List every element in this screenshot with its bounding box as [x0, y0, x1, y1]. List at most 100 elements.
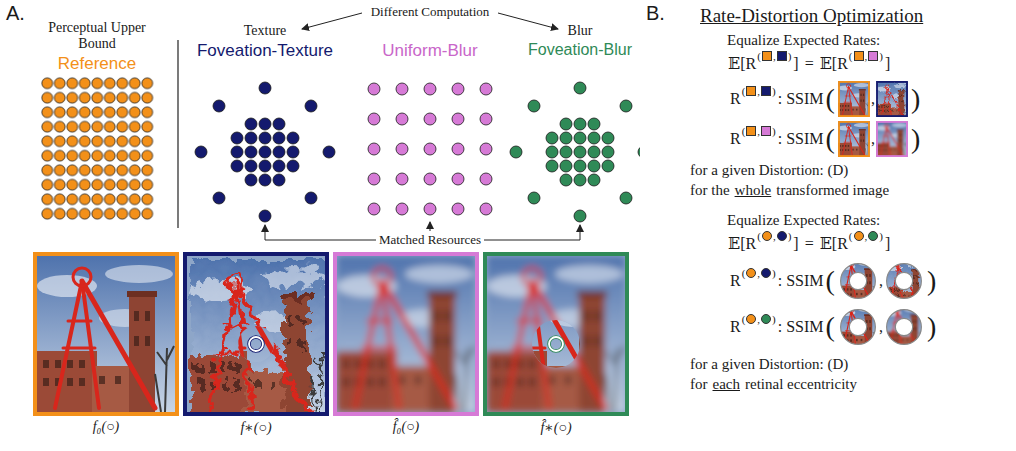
math-token: ): [788, 50, 792, 62]
texture-image: [187, 256, 325, 412]
image-caption: f̂₀(○): [333, 419, 479, 435]
color-square: [854, 51, 864, 61]
math-token: (: [826, 313, 835, 341]
math-token: ): [879, 230, 883, 242]
math-token: 𝔼[R: [820, 54, 848, 73]
math-token: ,: [757, 125, 760, 137]
math-token: =: [805, 55, 814, 73]
math-token: R: [730, 272, 741, 290]
note: for a given Distortion: (D): [690, 162, 848, 178]
panel-letter: B.: [646, 2, 665, 24]
ring-thumbnail: [884, 261, 924, 301]
math-token: ): [772, 267, 776, 279]
math-token: ,: [773, 50, 776, 62]
math-token: 𝔼[R: [820, 234, 848, 253]
math-token: 𝔼[R: [728, 54, 756, 73]
reference-image: [37, 256, 175, 412]
image-thumbnail: [876, 81, 908, 117]
note: for: [690, 376, 708, 392]
math-token: ): [911, 85, 920, 113]
math-token: (: [757, 50, 761, 62]
image-frame: f̂∗(○): [483, 252, 629, 436]
math-token: ,: [865, 50, 868, 62]
math-token: : SSIM: [778, 130, 824, 148]
math-token: ): [927, 313, 936, 341]
image-frame: f₀(○): [33, 252, 179, 435]
math-token: ): [772, 85, 776, 97]
image-border: [33, 252, 179, 416]
annotation: Different Computation: [371, 4, 490, 19]
math-token: (: [742, 85, 746, 97]
image-frame: f̂₀(○): [333, 252, 479, 435]
image-border: [333, 252, 479, 416]
math-token: : SSIM: [778, 272, 824, 290]
color-dot: [761, 314, 771, 324]
color-square: [868, 51, 878, 61]
note: for the: [690, 182, 730, 198]
math-token: (: [742, 313, 746, 325]
math-token: ): [879, 50, 883, 62]
math-token: R: [730, 130, 741, 148]
math-token: ): [911, 125, 920, 153]
math-token: (: [849, 50, 853, 62]
math-token: (: [849, 230, 853, 242]
image-thumbnail: [838, 121, 870, 157]
image-frame: f∗(○): [183, 252, 329, 436]
color-dot: [746, 314, 756, 324]
math-token: (: [826, 125, 835, 153]
color-dot: [762, 231, 772, 241]
image-caption: f∗(○): [183, 419, 329, 436]
math-token: ,: [757, 85, 760, 97]
math-token: ): [788, 230, 792, 242]
math-token: ): [772, 313, 776, 325]
math-token: ): [772, 125, 776, 137]
math-token: ,: [871, 90, 875, 108]
panel-letter: A.: [6, 2, 25, 24]
math-token: ]: [885, 235, 890, 253]
image-caption: f̂∗(○): [483, 419, 629, 436]
math-token: (: [826, 267, 835, 295]
math-token: : SSIM: [778, 318, 824, 336]
ring-thumbnail: [838, 261, 878, 301]
color-square: [777, 51, 787, 61]
ring-thumbnail: [884, 307, 924, 347]
panel-title: Rate-Distortion Optimization: [700, 5, 923, 26]
color-square: [761, 126, 771, 136]
heading: Equalize Expected Rates:: [727, 32, 880, 48]
column-title: Foveation-Texture: [197, 41, 333, 60]
note: retinal eccentricity: [745, 376, 857, 392]
math-token: =: [805, 235, 814, 253]
color-square: [761, 86, 771, 96]
image-border: [483, 252, 629, 416]
foveated-blur-image: [487, 256, 625, 412]
color-square: [762, 51, 772, 61]
math-token: ,: [757, 313, 760, 325]
color-dot: [761, 268, 771, 278]
note: transformed image: [776, 182, 889, 198]
math-token: ,: [879, 318, 883, 336]
math-token: ,: [879, 272, 883, 290]
math-token: ): [927, 267, 936, 295]
color-dot: [868, 231, 878, 241]
image-caption: f₀(○): [33, 419, 179, 435]
math-token: ]: [793, 55, 798, 73]
math-token: (: [742, 267, 746, 279]
math-token: ,: [865, 230, 868, 242]
column-title: Reference: [58, 54, 136, 73]
column-subtitle: Texture: [244, 23, 287, 38]
image-thumbnail: [876, 121, 908, 157]
math-token: ]: [885, 55, 890, 73]
note-emphasis: each: [713, 376, 740, 392]
image-border: [183, 252, 329, 416]
math-token: R: [730, 90, 741, 108]
color-dot: [777, 231, 787, 241]
color-square: [746, 86, 756, 96]
math-token: ,: [871, 130, 875, 148]
note: for a given Distortion: (D): [690, 356, 848, 372]
column-title: Uniform-Blur: [382, 41, 477, 60]
heading: Equalize Expected Rates:: [727, 212, 880, 228]
ring-thumbnail: [838, 307, 878, 347]
column-subtitle: Blur: [568, 23, 593, 38]
annotation: Matched Resources: [376, 232, 484, 247]
column-subtitle: Perceptual Upper Bound: [48, 20, 146, 51]
